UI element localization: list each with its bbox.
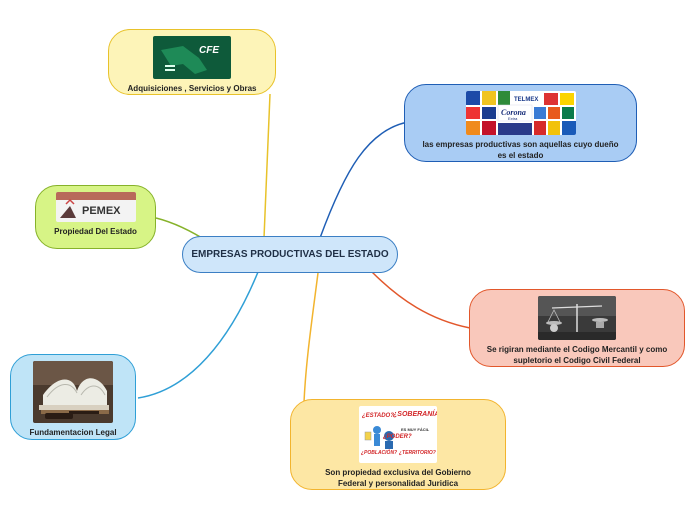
telmex-logo-text: TELMEX <box>514 97 538 103</box>
connector-gobierno <box>303 272 319 403</box>
topic-gobierno-label: Son propiedad exclusiva del Gobierno Fed… <box>325 468 471 488</box>
topic-fundamentacion[interactable]: Fundamentacion Legal <box>10 354 136 440</box>
connector-codigo <box>371 271 471 329</box>
company-logos-collage-image: TELMEX Corona Extra <box>465 91 576 135</box>
topic-propiedad-label: Propiedad Del Estado <box>54 227 137 236</box>
topic-codigo[interactable]: Se rigiran mediante el Codigo Mercantil … <box>469 289 685 367</box>
cfe-logo-image: CFE <box>153 36 231 79</box>
connector-fundamentacion <box>137 271 259 399</box>
cartoon-poder-text: ¿PODER? <box>383 434 412 440</box>
cartoon-estado-text: ¿ESTADO? <box>362 413 394 419</box>
cartoon-soberania-text: ¿SOBERANÍA? <box>393 409 437 418</box>
connector-empresas <box>319 121 409 239</box>
topic-codigo-label: Se rigiran mediante el Codigo Mercantil … <box>486 345 668 365</box>
cartoon-territorio-text: ¿TERRITORIO? <box>399 450 436 456</box>
pemex-logo-image: PEMEX <box>55 192 136 222</box>
justice-scale-image <box>538 296 616 340</box>
connector-adquisiciones <box>263 93 271 239</box>
law-books-gavel-image <box>33 361 113 423</box>
topic-adquisiciones-label: Adquisiciones , Servicios y Obras <box>127 84 257 93</box>
corona-logo-text: Corona <box>501 108 526 117</box>
cfe-logo-text: CFE <box>199 45 219 56</box>
topic-adquisiciones[interactable]: CFE Adquisiciones , Servicios y Obras <box>108 29 276 95</box>
topic-empresas-label: las empresas productivas son aquellas cu… <box>422 140 619 160</box>
cartoon-poblacion-text: ¿POBLACIÓN? <box>361 449 397 456</box>
topic-fundamentacion-label: Fundamentacion Legal <box>29 428 117 437</box>
central-topic[interactable]: EMPRESAS PRODUCTIVAS DEL ESTADO <box>182 236 398 273</box>
cartoon-es-muy-facil-text: ES MUY FÁCIL <box>401 427 430 432</box>
central-topic-title: EMPRESAS PRODUCTIVAS DEL ESTADO <box>191 249 389 260</box>
corona-extra-logo-text: Extra <box>508 116 518 121</box>
state-concepts-cartoon-image: ¿ESTADO? ¿SOBERANÍA? ¿PODER? ¿POBLACIÓN?… <box>359 406 437 463</box>
pemex-logo-text: PEMEX <box>82 205 121 217</box>
topic-gobierno[interactable]: ¿ESTADO? ¿SOBERANÍA? ¿PODER? ¿POBLACIÓN?… <box>290 399 506 490</box>
topic-empresas[interactable]: TELMEX Corona Extra las empresas product… <box>404 84 637 162</box>
topic-propiedad[interactable]: PEMEX Propiedad Del Estado <box>35 185 156 249</box>
